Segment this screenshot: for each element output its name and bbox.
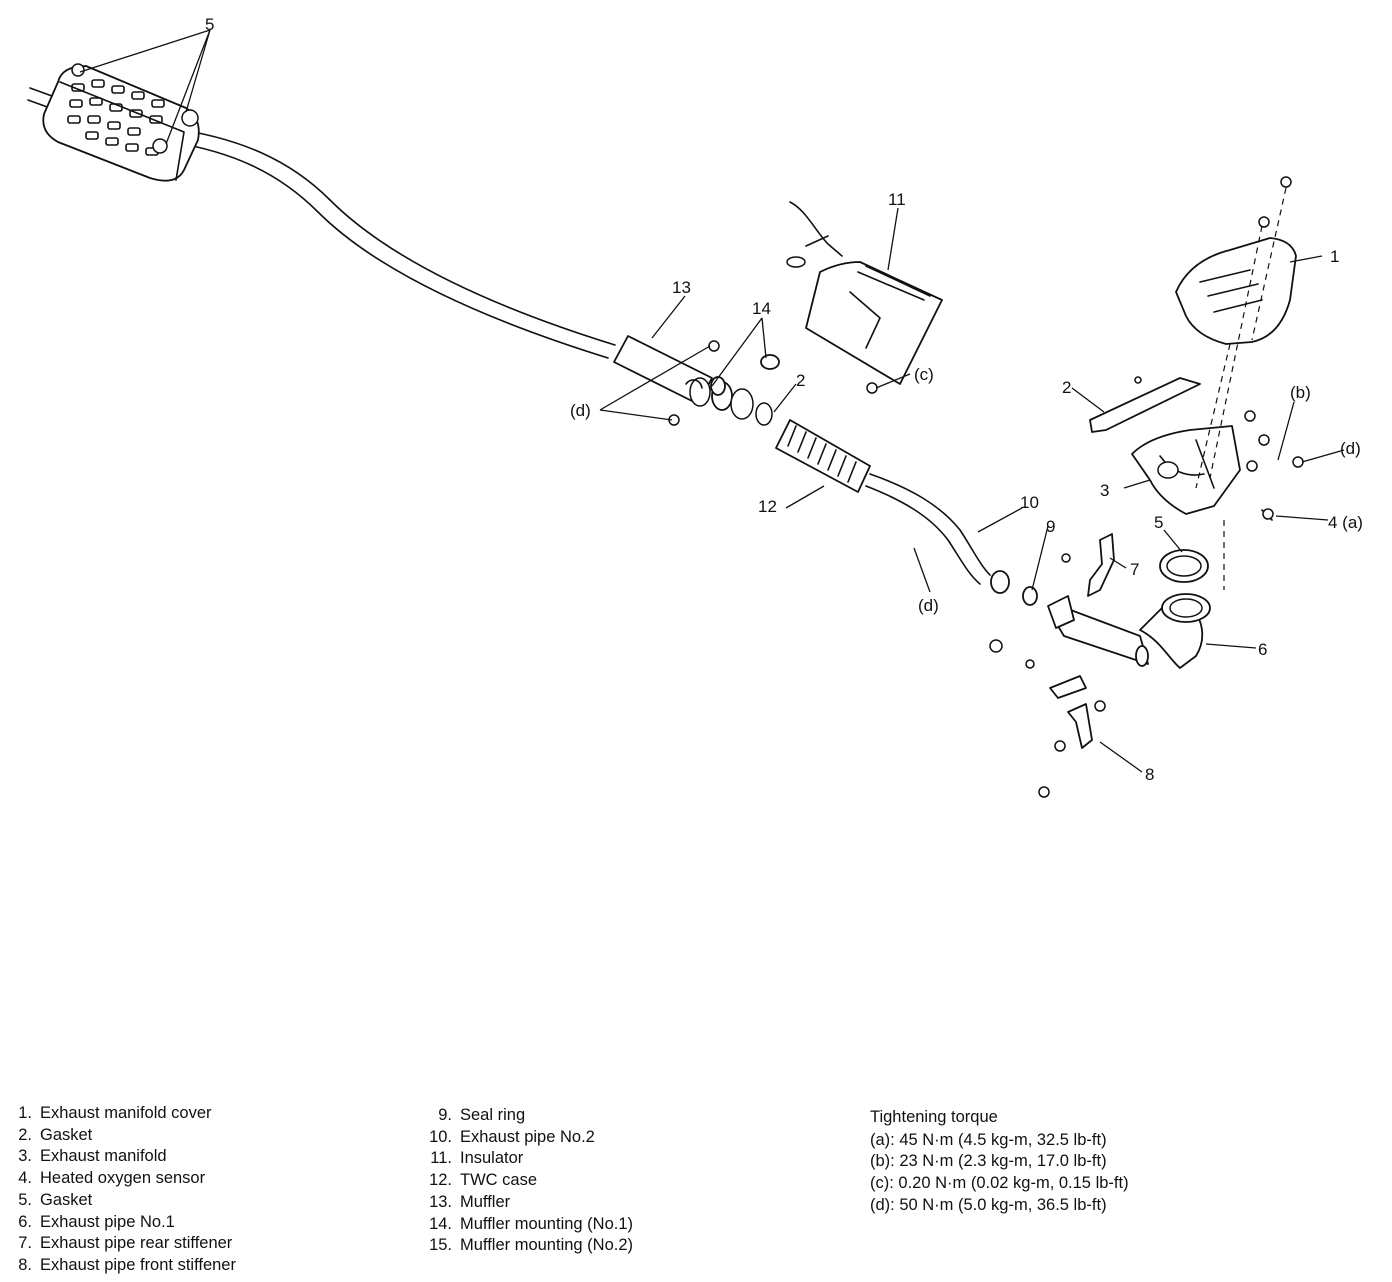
exhaust-pipe-no1-6 xyxy=(989,553,1211,669)
legend-label: Muffler xyxy=(460,1192,511,1211)
legend-label: Heated oxygen sensor xyxy=(40,1169,206,1188)
legend-number: 13. xyxy=(429,1192,452,1211)
legend-number: 4. xyxy=(18,1169,32,1188)
callout-torque-b: (b) xyxy=(1290,383,1311,402)
legend-item: 7. Exhaust pipe rear stiffener xyxy=(12,1233,236,1255)
legend-label: Gasket xyxy=(40,1190,93,1209)
legend-label: Seal ring xyxy=(460,1106,526,1124)
callout-8: 8 xyxy=(1145,765,1154,784)
legend-label: TWC case xyxy=(460,1171,538,1190)
exhaust-system-diagram: 5 11 1 13 14 (c) 2 2 (b) (d) (d) 3 10 12… xyxy=(27,15,1363,798)
legend-label: Muffler mounting (No.1) xyxy=(460,1214,634,1233)
muffler-mounting-14 xyxy=(668,340,780,426)
legend-label: Exhaust pipe No.1 xyxy=(40,1212,175,1231)
legend-item: 1. Exhaust manifold cover xyxy=(12,1103,236,1125)
legend-number: 5. xyxy=(18,1190,32,1209)
legend-number: 11. xyxy=(430,1149,452,1168)
callout-4-a: 4 (a) xyxy=(1328,513,1363,532)
callout-7: 7 xyxy=(1130,560,1139,579)
torque-title: Tightening torque xyxy=(870,1108,998,1126)
callout-11: 11 xyxy=(888,190,906,209)
callout-5-top: 5 xyxy=(205,15,214,34)
legend-label: Exhaust pipe front stiffener xyxy=(40,1255,236,1274)
manifold-cover-1 xyxy=(1175,176,1297,345)
torque-item: (b): 23 N·m (2.3 kg-m, 17.0 lb-ft) xyxy=(870,1152,1107,1171)
gasket-5 xyxy=(1159,549,1209,583)
callout-torque-d-right: (d) xyxy=(1340,439,1361,458)
callout-13: 13 xyxy=(672,278,691,297)
callout-torque-c: (c) xyxy=(914,365,934,384)
legend-item: 4. Heated oxygen sensor xyxy=(12,1168,236,1190)
rear-muffler xyxy=(42,63,200,182)
legend-number: 2. xyxy=(18,1125,32,1144)
legend-label: Exhaust manifold xyxy=(40,1147,167,1166)
torque-item: (a): 45 N·m (4.5 kg-m, 32.5 lb-ft) xyxy=(870,1130,1107,1149)
callout-6: 6 xyxy=(1258,640,1267,659)
legend-label: Gasket xyxy=(40,1125,93,1144)
legend-item: 15. Muffler mounting (No.2) xyxy=(424,1235,633,1257)
callout-torque-d-left: (d) xyxy=(570,401,591,420)
legend-item: 5. Gasket xyxy=(12,1190,236,1212)
tightening-torque-table: Tightening torque (a): 45 N·m (4.5 kg-m,… xyxy=(870,1107,1129,1217)
legend-number: 15. xyxy=(429,1236,452,1255)
callout-12: 12 xyxy=(758,497,777,516)
callout-14: 14 xyxy=(752,299,771,318)
callout-9: 9 xyxy=(1046,517,1055,536)
legend-number: 14. xyxy=(429,1214,452,1233)
callout-torque-d-bottom: (d) xyxy=(918,596,939,615)
rear-stiffener-7 xyxy=(1087,533,1115,597)
legend-label: Exhaust pipe No.2 xyxy=(460,1127,595,1146)
legend-item: 13. Muffler xyxy=(424,1192,633,1214)
legend-number: 3. xyxy=(18,1147,32,1166)
legend-item: 10. Exhaust pipe No.2 xyxy=(424,1127,633,1149)
leader-lines xyxy=(79,29,1345,773)
legend-parts-9-15: 9. Seal ring 10. Exhaust pipe No.2 11. Insu… xyxy=(424,1105,633,1257)
legend-item: 14. Muffler mounting (No.1) xyxy=(424,1214,633,1236)
callout-labels: 5 11 1 13 14 (c) 2 2 (b) (d) (d) 3 10 12… xyxy=(205,15,1363,784)
legend-label: Muffler mounting (No.2) xyxy=(460,1236,634,1255)
legend-number: 1. xyxy=(18,1104,32,1122)
exhaust-manifold-3 xyxy=(1089,376,1304,521)
callout-1: 1 xyxy=(1330,247,1339,266)
legend-number: 7. xyxy=(18,1234,32,1253)
legend-parts-1-8: 1. Exhaust manifold cover 2. Gasket 3. Exha… xyxy=(12,1103,236,1277)
legend-number: 10. xyxy=(429,1127,452,1146)
front-stiffener-8 xyxy=(1025,659,1106,798)
callout-5-right: 5 xyxy=(1154,513,1163,532)
legend-number: 6. xyxy=(18,1212,32,1231)
legend-item: 12. TWC case xyxy=(424,1170,633,1192)
legend-item: 9. Seal ring xyxy=(424,1105,633,1127)
legend-number: 8. xyxy=(18,1255,32,1274)
callout-3: 3 xyxy=(1100,481,1109,500)
torque-item: (c): 0.20 N·m (0.02 kg-m, 0.15 lb-ft) xyxy=(870,1174,1129,1193)
insulator-11 xyxy=(786,201,943,394)
legend-item: 2. Gasket xyxy=(12,1125,236,1147)
legend-item: 8. Exhaust pipe front stiffener xyxy=(12,1255,236,1277)
legend-label: Exhaust pipe rear stiffener xyxy=(40,1234,233,1253)
twc-case-12 xyxy=(775,419,1038,606)
legend-item: 11. Insulator xyxy=(424,1148,633,1170)
legend-label: Exhaust manifold cover xyxy=(40,1104,212,1122)
legend-label: Insulator xyxy=(460,1149,524,1168)
callout-10: 10 xyxy=(1020,493,1039,512)
legend-number: 12. xyxy=(429,1171,452,1190)
legend-item: 3. Exhaust manifold xyxy=(12,1146,236,1168)
legend-number: 9. xyxy=(438,1106,452,1124)
callout-2-right: 2 xyxy=(1062,378,1071,397)
assembly-lines xyxy=(1195,187,1287,590)
torque-item: (d): 50 N·m (5.0 kg-m, 36.5 lb-ft) xyxy=(870,1195,1107,1214)
legend-item: 6. Exhaust pipe No.1 xyxy=(12,1212,236,1234)
callout-2-mid: 2 xyxy=(796,371,805,390)
